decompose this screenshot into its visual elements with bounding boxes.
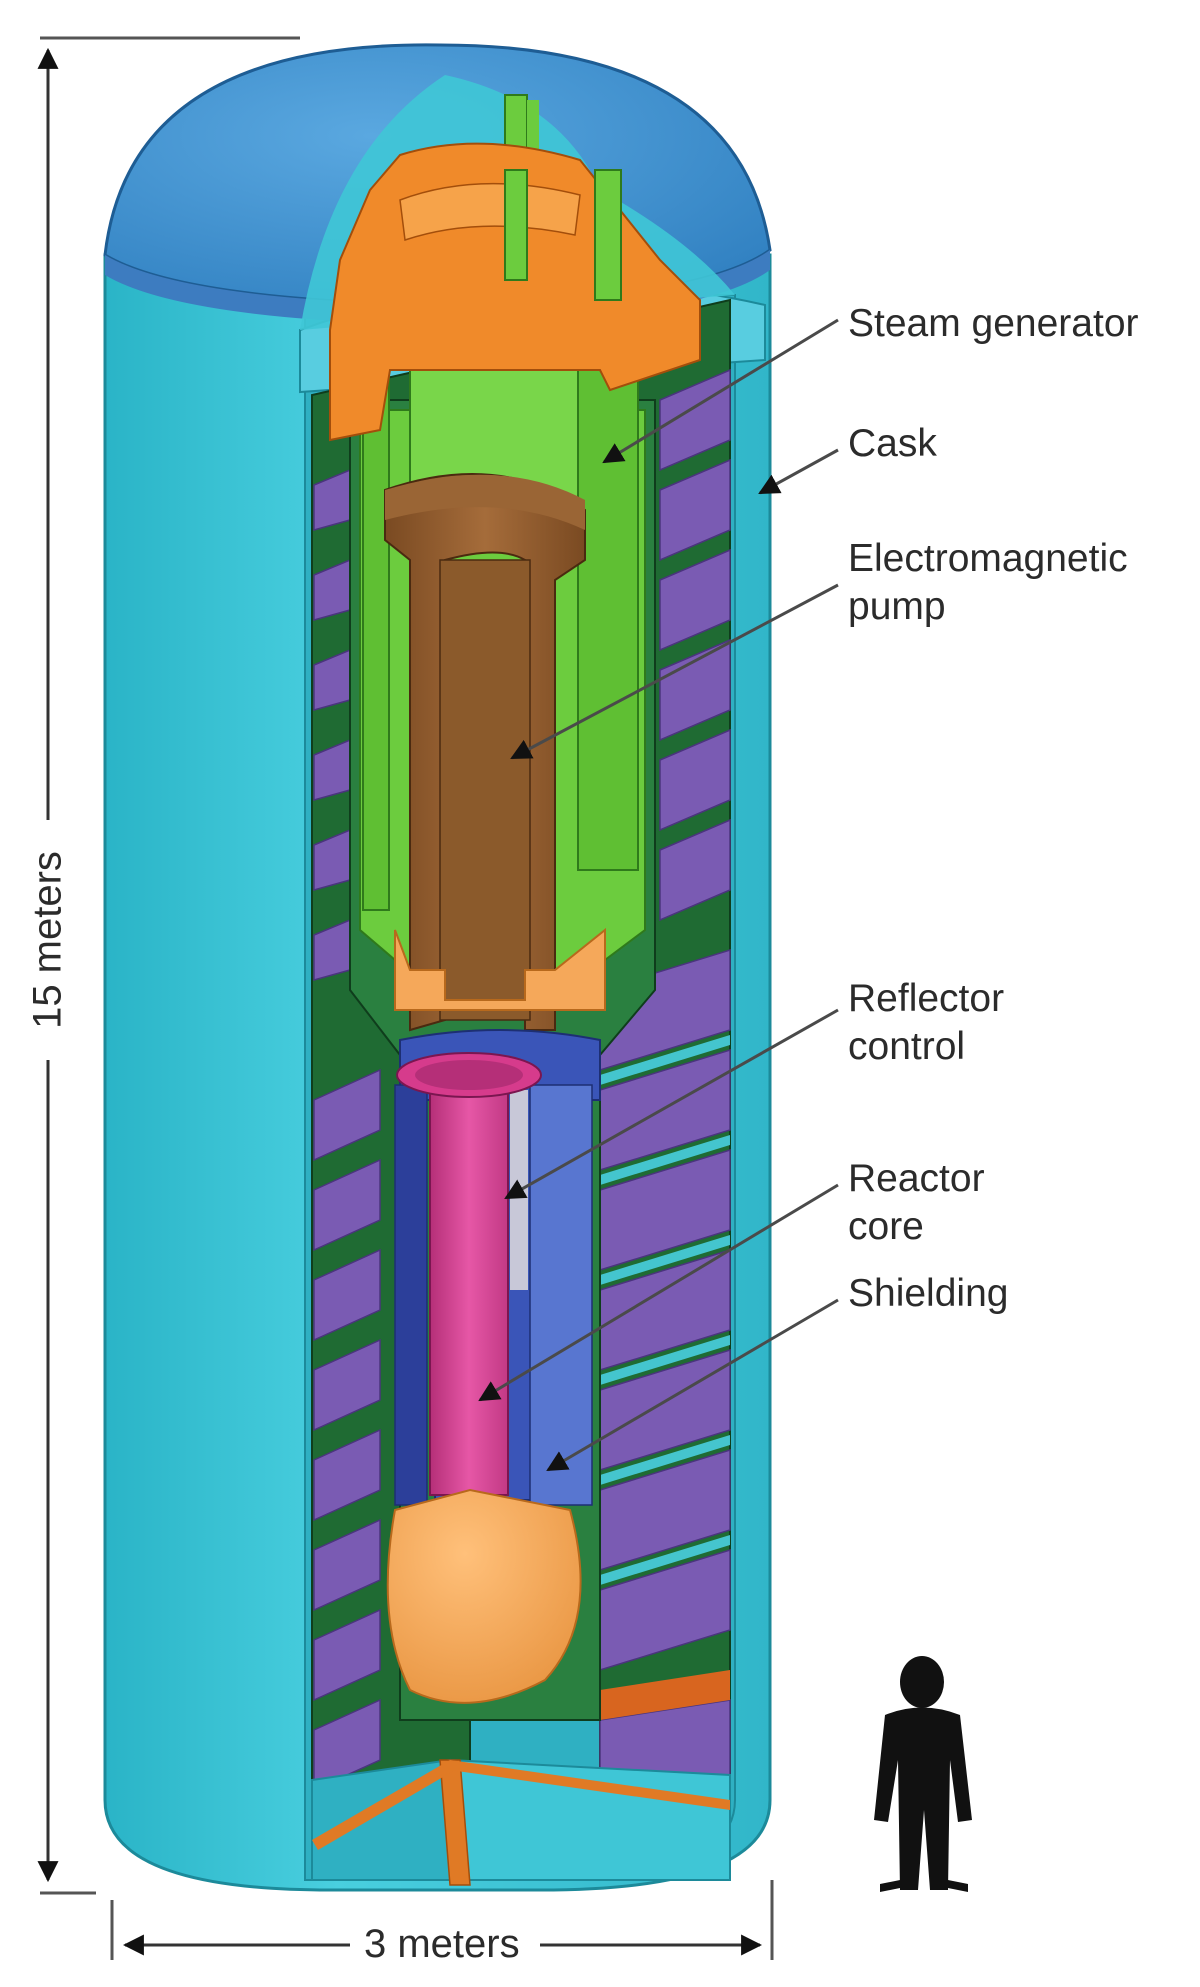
reflector-control-pointer — [504, 1008, 839, 1200]
bottom-support — [311, 1758, 731, 1886]
label-steam-generator-text: Steam generator — [848, 302, 1139, 345]
label-electromagnetic-pump-line1: Electromagnetic — [848, 537, 1128, 580]
label-reflector-control-line1: Reflector — [848, 977, 1005, 1020]
label-shielding-text: Shielding — [848, 1272, 1009, 1315]
top-plate — [329, 142, 701, 442]
label-steam-generator: Steam generator — [848, 300, 1139, 348]
shielding-pointer — [546, 1298, 839, 1472]
reactor-core — [396, 1052, 542, 1496]
height-dimension-label: 15 meters — [25, 845, 71, 1035]
label-cask-text: Cask — [848, 422, 937, 465]
label-reactor-core-line1: Reactor — [848, 1157, 985, 1200]
label-electromagnetic-pump-line2: pump — [848, 585, 946, 628]
label-shielding: Shielding — [848, 1270, 1008, 1318]
label-reactor-core-line2: core — [848, 1205, 924, 1248]
human-scale-icon — [874, 1656, 972, 1892]
label-reactor-core: Reactor core — [848, 1155, 985, 1251]
label-reflector-control: Reflector control — [848, 975, 1004, 1071]
label-electromagnetic-pump: Electromagnetic pump — [848, 535, 1128, 631]
width-dimension — [110, 1880, 774, 1960]
height-dimension — [37, 36, 300, 1895]
label-reflector-control-line2: control — [848, 1025, 966, 1068]
cask-pointer — [758, 448, 839, 495]
reactor-core-pointer — [478, 1183, 839, 1402]
electromagnetic-pump-pointer — [510, 583, 839, 760]
steam-generator-pointer — [602, 318, 839, 464]
lower-plenum — [386, 1488, 582, 1704]
width-dimension-label: 3 meters — [358, 1922, 526, 1967]
electromagnetic-pump — [384, 473, 606, 1032]
callout-arrows — [478, 318, 839, 1472]
label-cask: Cask — [848, 420, 937, 468]
